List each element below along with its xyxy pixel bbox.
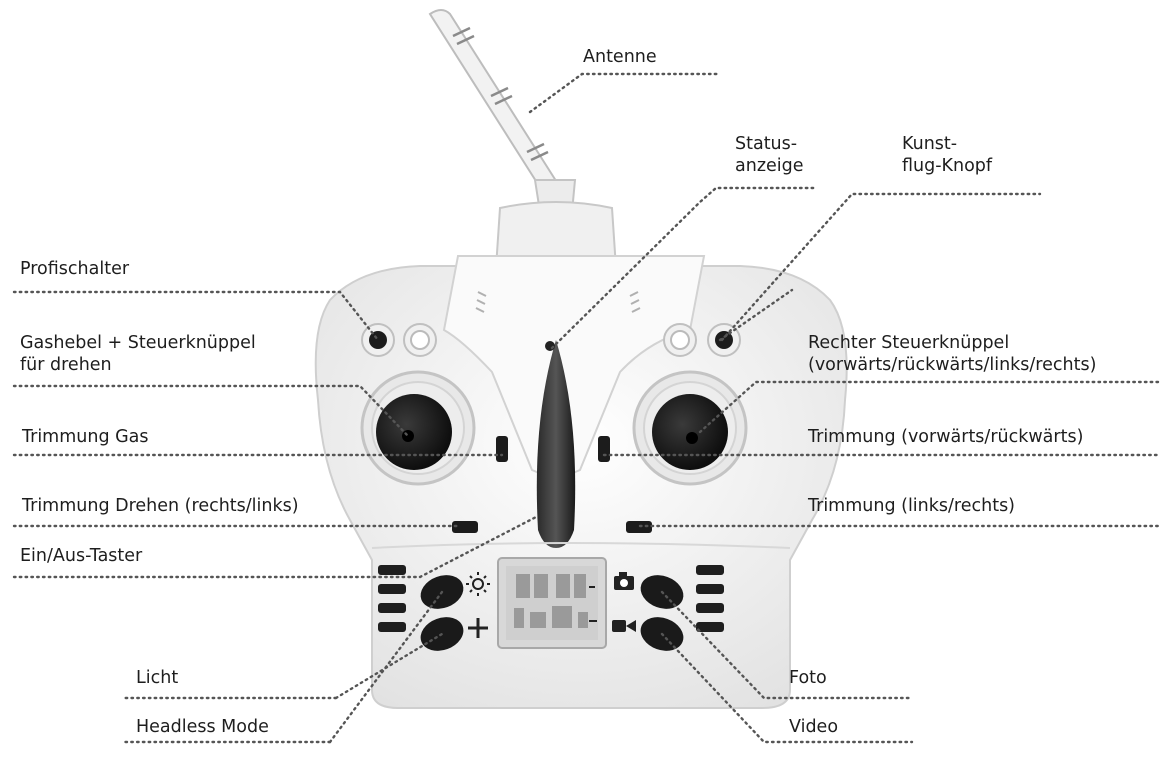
label-trimmung-gas: Trimmung Gas [22,427,149,447]
label-rechter-steuerknueppel: Rechter Steuerknüppel (vorwärts/rückwärt… [808,333,1097,375]
center-spine [536,340,576,548]
label-trimmung-links-rechts: Trimmung (links/rechts) [808,496,1016,516]
right-joystick [632,370,748,486]
label-kunstflug-knopf: Kunst- flug-Knopf [902,134,993,176]
label-trimmung-vorwaerts: Trimmung (vorwärts/rückwärts) [808,427,1084,447]
label-antenne: Antenne [583,47,657,67]
label-foto: Foto [789,668,827,688]
left-switches [361,323,437,357]
label-trimmung-drehen: Trimmung Drehen (rechts/links) [22,496,299,516]
light-icon [466,572,490,596]
lcd-screen [497,557,607,649]
leader-lines [12,72,1160,744]
label-statusanzeige: Status- anzeige [735,134,804,176]
camera-icon [614,572,634,590]
left-joystick [360,370,476,486]
vent-slots [378,565,724,632]
handle [494,201,618,269]
label-licht: Licht [136,668,179,688]
label-ein-aus-taster: Ein/Aus-Taster [20,546,143,566]
trim-switches [452,436,652,533]
video-icon [612,620,636,632]
screen-marks [589,586,597,622]
label-headless-mode: Headless Mode [136,717,269,737]
label-video: Video [789,717,839,737]
label-gashebel: Gashebel + Steuerknüppel für drehen [20,333,256,375]
plus-icon [468,618,488,638]
label-profischalter: Profischalter [20,259,130,279]
right-switches [663,323,741,357]
